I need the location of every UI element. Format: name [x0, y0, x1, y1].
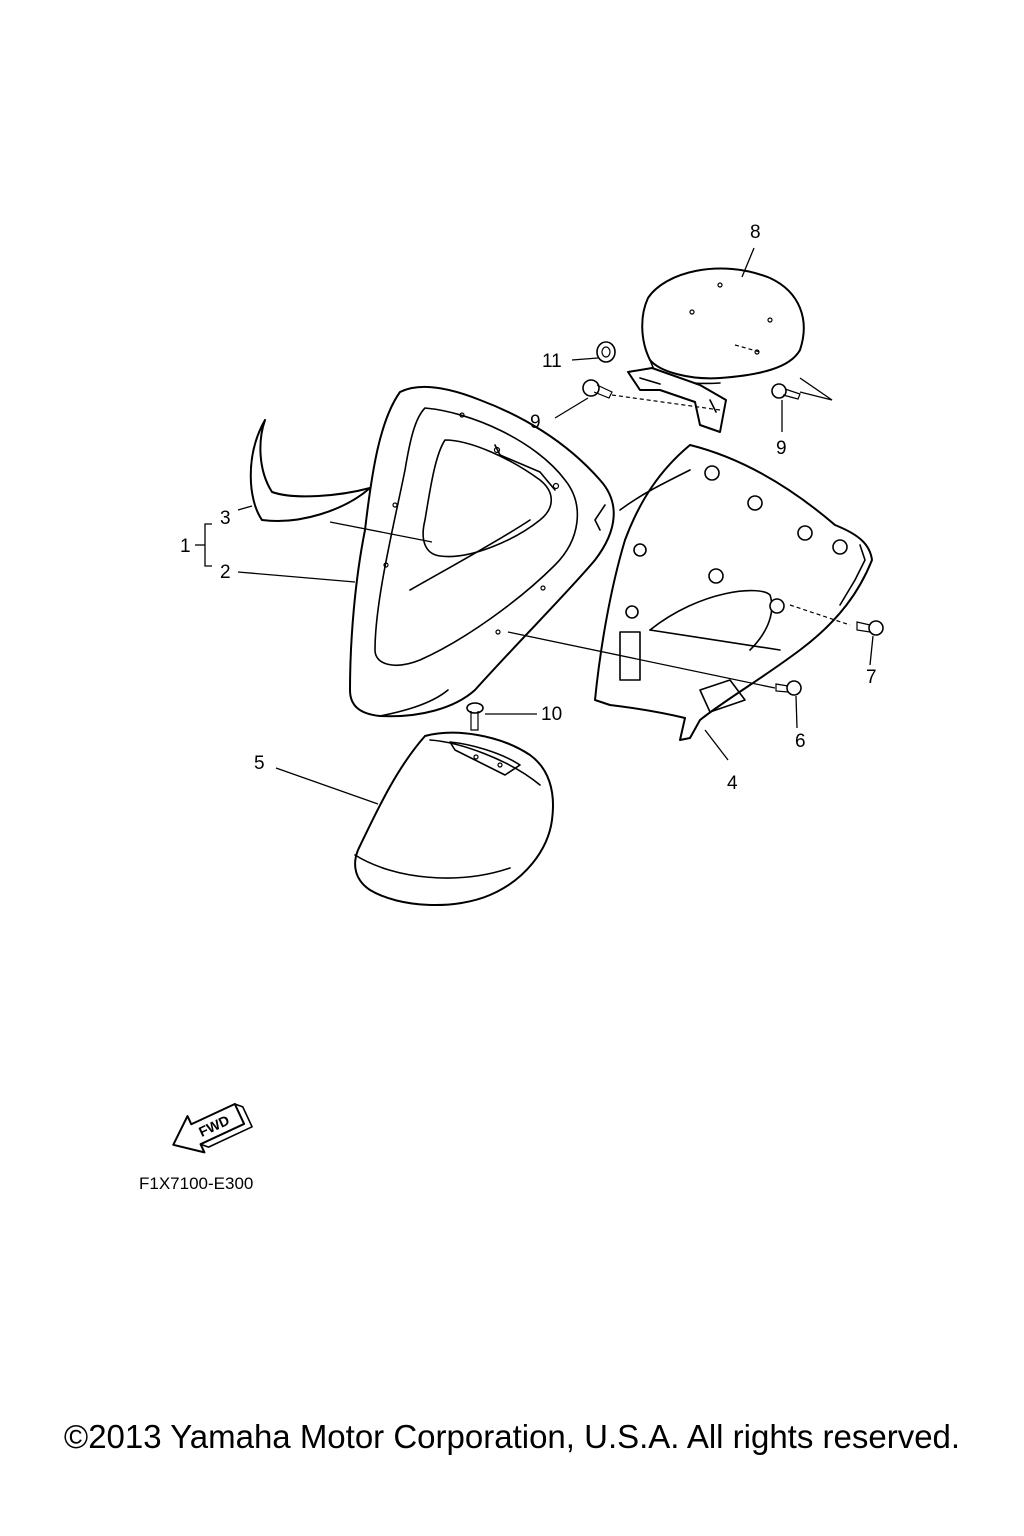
- callout-10: 10: [541, 704, 562, 725]
- part-10-screw: [466, 702, 537, 731]
- callout-2: 2: [220, 562, 231, 583]
- callout-7: 7: [866, 667, 877, 688]
- callout-6: 6: [795, 731, 806, 752]
- callout-3: 3: [220, 508, 231, 529]
- callout-9-left: 9: [530, 412, 541, 433]
- callout-1: 1: [180, 536, 191, 557]
- leader-lines: [195, 247, 755, 805]
- part-6-screw: [507, 631, 802, 729]
- fwd-arrow-icon: FWD: [172, 1102, 253, 1154]
- callout-4: 4: [727, 773, 738, 794]
- part-11-grommet: [571, 341, 616, 363]
- part-8-bracket: [627, 367, 727, 433]
- diagram-code: F1X7100-E300: [139, 1174, 253, 1193]
- callout-9-right: 9: [776, 438, 787, 459]
- part-4-inner-panel: [594, 444, 873, 741]
- callout-numbers: 1 2 3 4 5 6 7 8 9 9 10 11: [180, 222, 877, 794]
- callout-5: 5: [254, 753, 265, 774]
- part-9-bolt-left: [554, 379, 721, 419]
- part-7-screw: [789, 604, 884, 666]
- part-8-cover: [641, 267, 805, 385]
- copyright-notice: ©2013 Yamaha Motor Corporation, U.S.A. A…: [63, 1418, 961, 1455]
- callout-8: 8: [750, 222, 761, 243]
- part-2-front-cover: [349, 386, 615, 718]
- callout-11: 11: [542, 351, 562, 372]
- part-5-front-fender: [354, 731, 554, 906]
- part-9-bolt-right: [771, 377, 833, 432]
- part-3-garnish: [249, 419, 371, 522]
